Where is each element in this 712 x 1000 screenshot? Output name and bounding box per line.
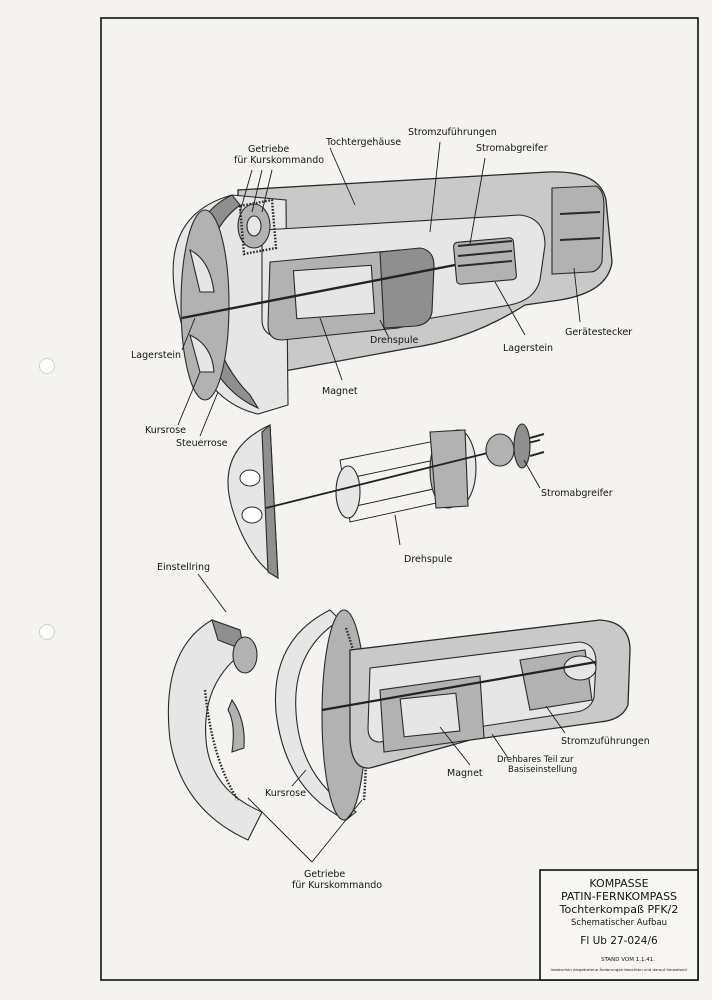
title-block: KOMPASSE PATIN-FERNKOMPASS Tochterkompaß…	[539, 869, 699, 981]
label-stromabgreifer-mid: Stromabgreifer	[541, 488, 613, 499]
punch-hole-bottom	[39, 624, 55, 640]
drawing-border	[100, 17, 699, 981]
label-lagerstein-left: Lagerstein	[131, 350, 181, 361]
label-stromzufuehrungen-top: Stromzuführungen	[408, 127, 497, 138]
title-line1: KOMPASSE	[589, 877, 648, 890]
label-drehspule-mid: Drehspule	[404, 554, 453, 565]
diagram-labels: Getriebe für Kurskommando Tochtergehäuse…	[131, 127, 650, 891]
middle-exploded-view	[227, 423, 545, 580]
punch-hole-top	[39, 358, 55, 374]
label-magnet-top: Magnet	[322, 386, 358, 397]
title-block-frame	[539, 869, 699, 981]
title-line4: Schematischer Aufbau	[571, 918, 667, 928]
label-getriebe-bottom-line2: für Kurskommando	[292, 880, 382, 891]
label-getriebe-top-line2: für Kurskommando	[234, 155, 324, 166]
label-kursrose-bottom: Kursrose	[265, 788, 306, 799]
stand-date: STAND VOM 1.1.41.	[601, 957, 655, 963]
label-stromzufuehrungen-bottom: Stromzuführungen	[561, 736, 650, 747]
label-tochtergehaeuse: Tochtergehäuse	[325, 137, 401, 148]
leader-lines	[177, 141, 581, 863]
label-steuerrose: Steuerrose	[176, 438, 228, 449]
title-line3: Tochterkompaß PFK/2	[559, 903, 679, 916]
label-lagerstein-right: Lagerstein	[503, 343, 553, 354]
label-getriebe-bottom-line1: Getriebe	[304, 869, 345, 880]
label-getriebe-top-line1: Getriebe	[248, 144, 289, 155]
label-magnet-bottom: Magnet	[447, 768, 483, 779]
label-kursrose-top: Kursrose	[145, 425, 186, 436]
label-drehbares-teil-line1: Drehbares Teil zur	[497, 755, 574, 765]
change-note: Inzwischen eingetretene Änderungen beach…	[550, 967, 687, 972]
label-stromabgreifer-top: Stromabgreifer	[476, 143, 548, 154]
label-einstellring: Einstellring	[157, 562, 210, 573]
title-line2: PATIN-FERNKOMPASS	[561, 890, 677, 903]
top-assembly-cutaway	[172, 171, 613, 415]
drawing-number: Fl Ub 27-024/6	[580, 935, 658, 947]
label-geraetestecker: Gerätestecker	[565, 327, 632, 338]
label-drehspule-top: Drehspule	[370, 335, 419, 346]
label-drehbares-teil-line2: Basiseinstellung	[508, 765, 577, 775]
bottom-assembly-cutaway	[167, 609, 631, 841]
